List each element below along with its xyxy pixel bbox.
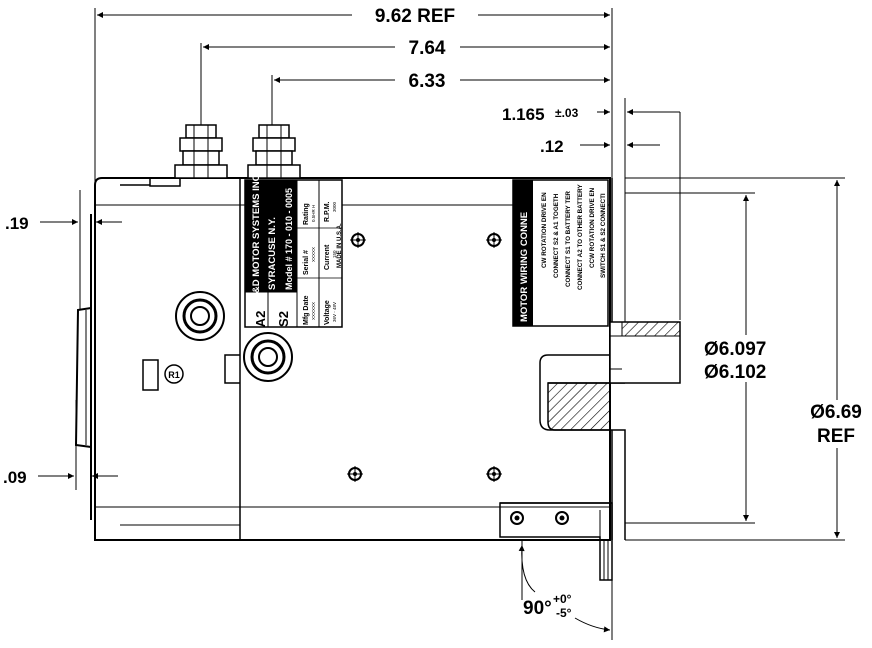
dimension-012: .12 (540, 137, 660, 156)
nameplate-rating: Rating (303, 203, 310, 225)
nameplate-a2: A2 (253, 311, 268, 328)
nameplate-made-in: MADE IN U.S.A. (337, 223, 343, 268)
dimension-633: 6.33 (271, 71, 610, 125)
nameplate-current: Current (324, 244, 331, 270)
dim-angle-plus: +0° (553, 592, 572, 606)
nameplate-mfg-date: Mfg Date (303, 295, 310, 325)
nameplate-company: D&D MOTOR SYSTEMS INC (251, 174, 262, 300)
wiring-label: MOTOR WIRING CONNE CW ROTATION DRIVE EN … (512, 179, 609, 327)
dimension-009: .09 (3, 400, 118, 490)
svg-text:R1: R1 (168, 370, 180, 380)
wiring-title: MOTOR WIRING CONNE (519, 212, 530, 322)
dim-angle-minus: -5° (556, 606, 572, 620)
dimension-1165: 1.165 ±.03 (502, 98, 681, 320)
terminal-stud-a2 (174, 124, 228, 179)
wiring-line-6: SWITCH S1 & S2 CONNECTI (600, 193, 607, 278)
nameplate-serial: Serial # (303, 250, 310, 275)
wiring-line-2: CONNECT S2 & A1 TOGETH (553, 193, 560, 278)
dimension-outer-diameter: Ø6.69 REF (625, 177, 862, 541)
dimension-overall-ref: 9.62 REF (94, 6, 613, 183)
dim-overall-text: 9.62 REF (375, 6, 455, 27)
nameplate-city: SYRACUSE N.Y. (267, 217, 278, 290)
dim-1165-tol: ±.03 (555, 106, 579, 120)
dim-inner-dia-1: Ø6.097 (704, 339, 766, 360)
dimension-019: .19 (5, 190, 122, 310)
wiring-line-5: CCW ROTATION DRIVE EN (589, 187, 596, 268)
screw-bottom-right (486, 466, 502, 482)
nameplate-current-val: 150 (332, 250, 337, 258)
nameplate-voltage-val: 36V - 48V (332, 302, 337, 322)
nameplate-voltage: Voltage (324, 300, 331, 325)
dim-012-text: .12 (540, 137, 564, 156)
screw-top-left (350, 232, 366, 248)
shaft-section (539, 178, 681, 540)
dim-inner-dia-2: Ø6.102 (704, 362, 766, 383)
dim-1165-text: 1.165 (502, 105, 545, 124)
terminal-stud-s2 (247, 124, 301, 179)
dim-outer-ref: REF (817, 426, 855, 447)
bolt-large-center (243, 332, 293, 382)
dim-009-text: .09 (3, 468, 27, 487)
r1-marker: R1 (164, 364, 184, 384)
dim-019-text: .19 (5, 214, 29, 233)
screw-bottom-left (347, 466, 363, 482)
mounting-bracket (499, 502, 613, 581)
nameplate: D&D MOTOR SYSTEMS INC SYRACUSE N.Y. Mode… (244, 174, 343, 328)
nameplate-mfg-date-val: XXXXXX (311, 302, 316, 320)
nameplate-s2: S2 (276, 311, 291, 327)
nameplate-rpm-val: 3000 (332, 201, 337, 212)
nameplate-serial-val: XXXXX (311, 247, 316, 262)
dimension-764: 7.64 (200, 38, 610, 125)
screw-top-right (486, 232, 502, 248)
wiring-line-3: CONNECT S1 TO BATTERY TER (565, 191, 572, 287)
nameplate-model: Model # 170 - 010 - 0005 (284, 188, 294, 290)
dim-outer-dia: Ø6.69 (810, 402, 862, 423)
wiring-line-4: CONNECT A2 TO OTHER BATTERY (577, 184, 584, 290)
bolt-large-left (175, 291, 225, 341)
nameplate-rpm: R.P.M. (324, 201, 331, 222)
dim-764-text: 7.64 (409, 38, 446, 59)
dimension-inner-diameter: Ø6.097 Ø6.102 (625, 192, 766, 524)
dim-angle-main: 90° (523, 598, 552, 619)
dimension-angle: 90° +0° -5° (518, 540, 613, 640)
wiring-line-1: CW ROTATION DRIVE EN (541, 192, 548, 268)
nameplate-rating-val: 0.5HR H (311, 205, 316, 222)
dim-633-text: 6.33 (409, 71, 446, 92)
